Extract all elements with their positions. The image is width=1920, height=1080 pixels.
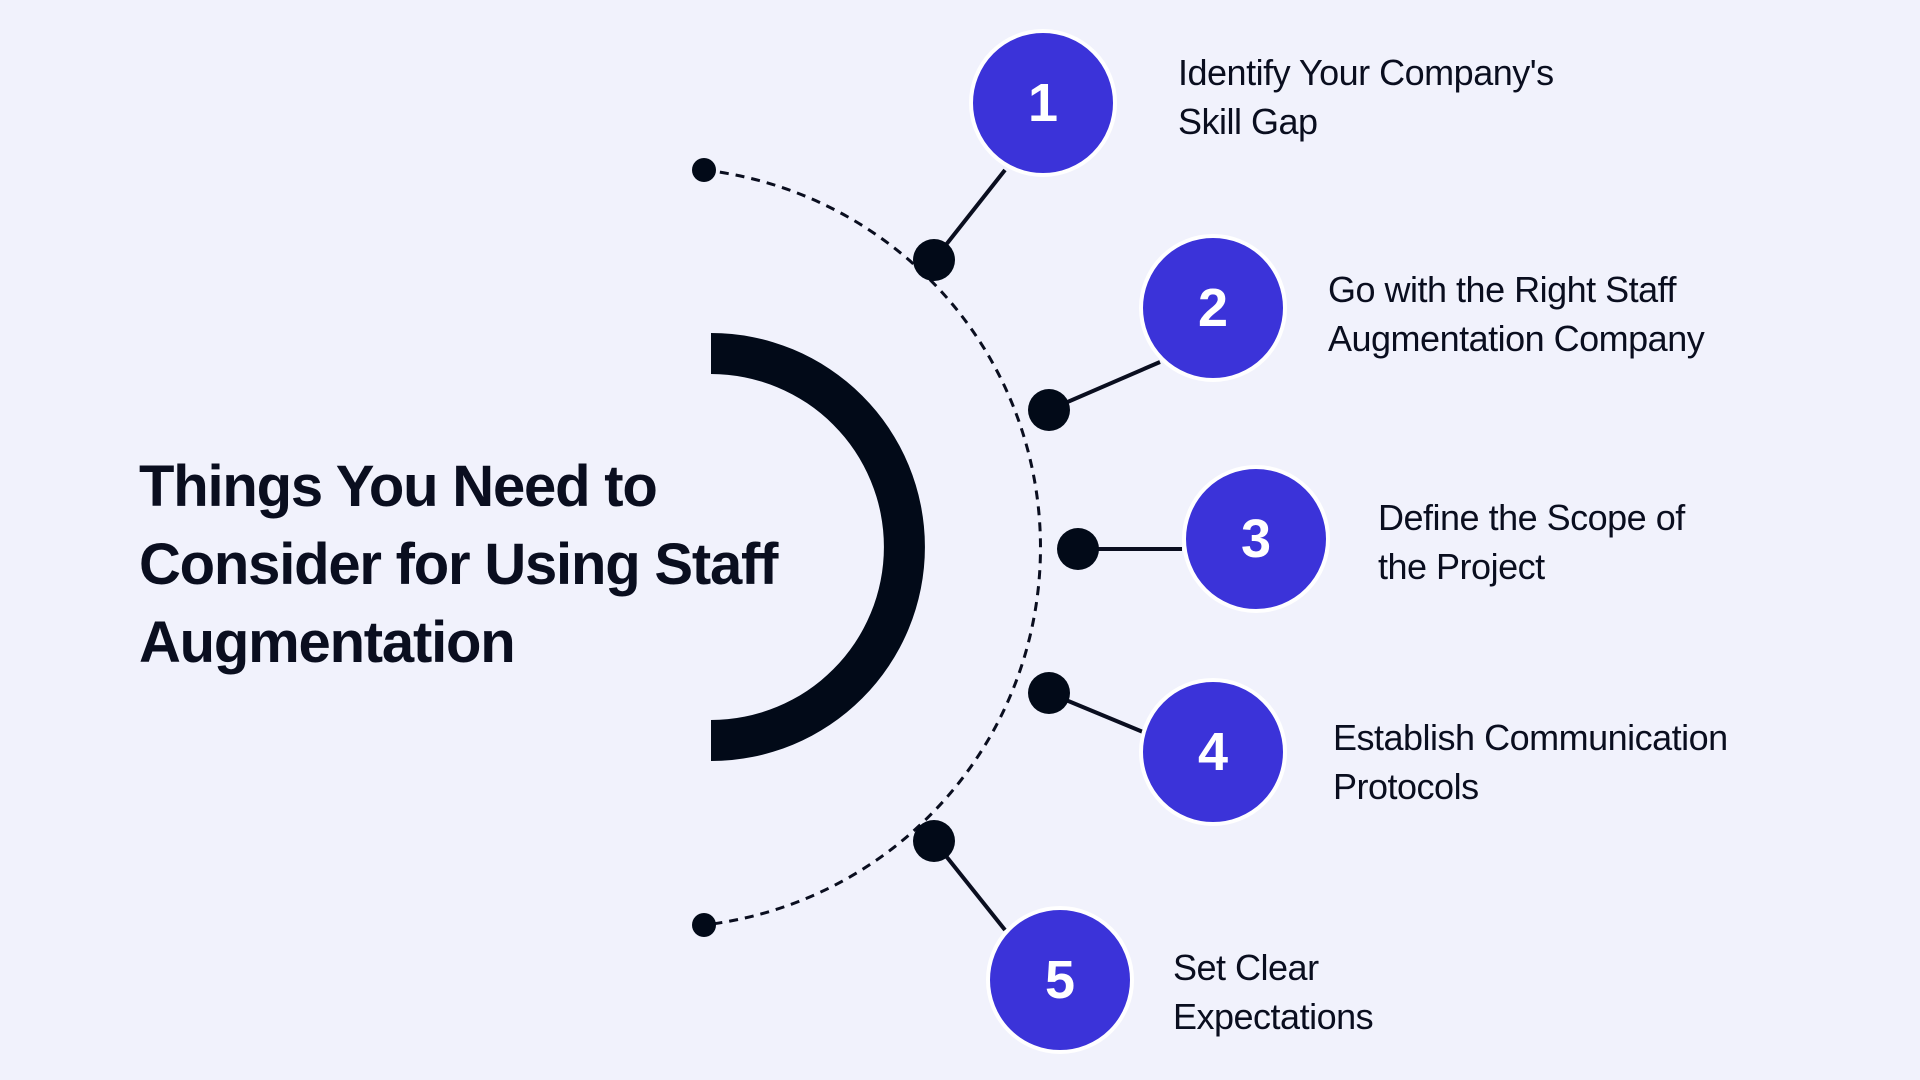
step-label-3-line-1: Define the Scope of bbox=[1378, 497, 1685, 538]
arc-node-3 bbox=[1057, 528, 1099, 570]
arc-node-2 bbox=[1028, 389, 1070, 431]
page-title: Things You Need to Consider for Using St… bbox=[139, 448, 799, 682]
arc-end-dot-bottom bbox=[692, 913, 716, 937]
step-number-1: 1 bbox=[1028, 73, 1058, 133]
title-line-2: Consider for Using Staff bbox=[139, 532, 778, 597]
arc-node-4 bbox=[1028, 672, 1070, 714]
step-number-4: 4 bbox=[1198, 722, 1228, 782]
step-label-1: Identify Your Company's Skill Gap bbox=[1178, 48, 1554, 146]
step-label-4-line-1: Establish Communication bbox=[1333, 717, 1728, 758]
step-circle-3: 3 bbox=[1182, 465, 1330, 613]
step-circle-5: 5 bbox=[986, 906, 1134, 1054]
step-circle-2: 2 bbox=[1139, 234, 1287, 382]
step-label-2: Go with the Right Staff Augmentation Com… bbox=[1328, 265, 1705, 363]
step-number-5: 5 bbox=[1045, 950, 1075, 1010]
step-label-1-line-2: Skill Gap bbox=[1178, 101, 1318, 142]
half-ring bbox=[711, 333, 925, 761]
arc-node-1 bbox=[913, 239, 955, 281]
step-label-2-line-1: Go with the Right Staff bbox=[1328, 269, 1677, 310]
step-label-2-line-2: Augmentation Company bbox=[1328, 318, 1705, 359]
step-circle-1: 1 bbox=[969, 29, 1117, 177]
step-label-3: Define the Scope of the Project bbox=[1378, 493, 1685, 591]
arc-end-dot-top bbox=[692, 158, 716, 182]
title-line-1: Things You Need to bbox=[139, 454, 658, 519]
step-label-3-line-2: the Project bbox=[1378, 546, 1545, 587]
step-circle-4: 4 bbox=[1139, 678, 1287, 826]
step-number-3: 3 bbox=[1241, 509, 1271, 569]
title-line-3: Augmentation bbox=[139, 610, 516, 675]
step-number-2: 2 bbox=[1198, 278, 1228, 338]
dashed-arc bbox=[703, 168, 1042, 927]
step-label-1-line-1: Identify Your Company's bbox=[1178, 52, 1554, 93]
step-label-5-line-2: Expectations bbox=[1173, 996, 1374, 1037]
step-label-5-line-1: Set Clear bbox=[1173, 947, 1319, 988]
step-label-4: Establish Communication Protocols bbox=[1333, 713, 1728, 811]
arc-node-5 bbox=[913, 820, 955, 862]
step-label-4-line-2: Protocols bbox=[1333, 766, 1479, 807]
step-label-5: Set Clear Expectations bbox=[1173, 943, 1374, 1041]
